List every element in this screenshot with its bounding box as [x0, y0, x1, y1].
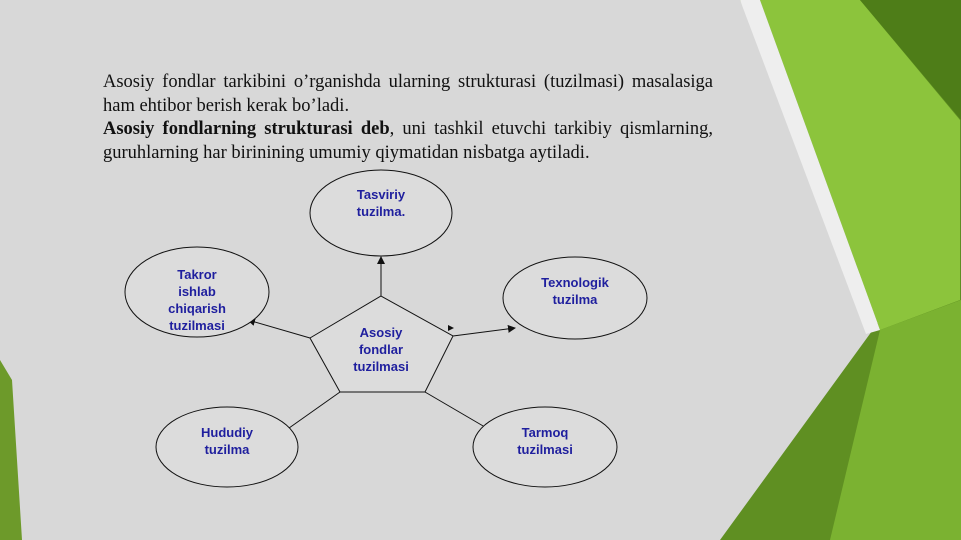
- node-takror: [124, 246, 270, 338]
- node-hududiy: [155, 406, 299, 488]
- right-green-band-light: [760, 0, 960, 330]
- arrow-to-hududiy: [281, 391, 341, 434]
- label-center: Asosiy fondlar tuzilmasi: [353, 325, 409, 374]
- arrow-to-texnologik: [452, 324, 516, 337]
- paragraph-2: Asosiy fondlarning strukturasi deb, uni …: [103, 118, 713, 165]
- right-white-sliver: [740, 0, 880, 334]
- node-tarmoq: [472, 406, 618, 488]
- right-green-band-bottom: [830, 300, 961, 540]
- arrow-to-takror: [247, 318, 311, 339]
- right-green-band-mid: [860, 0, 961, 120]
- arrow-to-tarmoq: [424, 391, 491, 431]
- paragraph-2-bold: Asosiy fondlarning strukturasi deb: [103, 119, 390, 139]
- label-texnologik: Texnologik tuzilma: [541, 275, 609, 307]
- node-tasviriy: [309, 169, 453, 257]
- label-takror: Takror ishlab chiqarish tuzilmasi: [168, 267, 226, 333]
- paragraph-1: Asosiy fondlar tarkibini o’rganishda ula…: [103, 72, 713, 116]
- small-arrowhead-1: [448, 325, 454, 331]
- label-tasviriy: Tasviriy tuzilma.: [356, 187, 406, 219]
- node-texnologik: [502, 256, 648, 340]
- left-green-decoration: [0, 360, 22, 540]
- center-pentagon: [309, 295, 454, 393]
- label-hududiy: Hududiy tuzilma: [201, 425, 253, 457]
- label-tarmoq: Tarmoq tuzilmasi: [517, 425, 573, 457]
- description-text: Asosiy fondlar tarkibini o’rganishda ula…: [103, 71, 713, 165]
- paragraph-2-rest: , uni tashkil etuvchi tarkibiy qismlarni…: [103, 119, 713, 163]
